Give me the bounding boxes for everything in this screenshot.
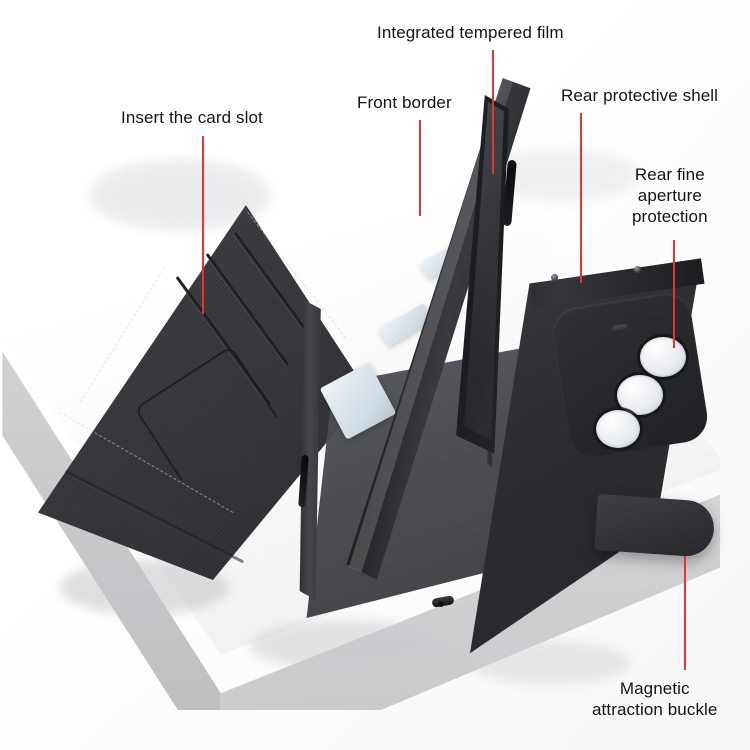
callout-label-front-border: Front border: [357, 92, 452, 113]
callout-line: Insert the card slot: [121, 108, 263, 127]
buckle-texture: [594, 493, 716, 559]
camera-lens-cutout: [596, 410, 640, 448]
callout-line: protection: [632, 207, 708, 227]
hinge-spine: [299, 300, 321, 600]
callout-label-rear-protective-shell: Rear protective shell: [561, 85, 718, 106]
leader-line-front-border: [419, 120, 421, 216]
leader-line-rear-fine-aperture-protection: [673, 240, 675, 348]
leader-line-magnetic-attraction-buckle: [684, 556, 686, 670]
leader-line-insert-card-slot: [202, 136, 204, 314]
rail-screw-dot: [634, 266, 641, 273]
camera-lens-cutout: [617, 375, 663, 415]
callout-line: Rear protective shell: [561, 86, 719, 105]
leader-line-rear-protective-shell: [580, 113, 582, 283]
callout-line: aperture: [637, 186, 702, 206]
callout-line: Rear fine: [634, 165, 705, 184]
callout-label-integrated-tempered-film: Integrated tempered film: [377, 22, 564, 43]
callout-label-insert-card-slot: Insert the card slot: [121, 107, 263, 128]
callout-line: attraction buckle: [592, 700, 718, 720]
callout-label-magnetic-attraction-buckle: Magnetic attraction buckle: [592, 678, 718, 720]
callout-line: Front border: [357, 93, 452, 112]
leader-line-integrated-tempered-film: [492, 50, 494, 174]
callout-line: Integrated tempered film: [377, 23, 564, 42]
camera-lens-cutout: [640, 337, 686, 377]
rail-screw-dot: [551, 274, 558, 281]
callout-line: Magnetic: [619, 679, 690, 698]
podium-marble-vein: [470, 640, 630, 685]
port-hole-icon: [438, 601, 444, 607]
podium-marble-vein: [250, 620, 440, 670]
